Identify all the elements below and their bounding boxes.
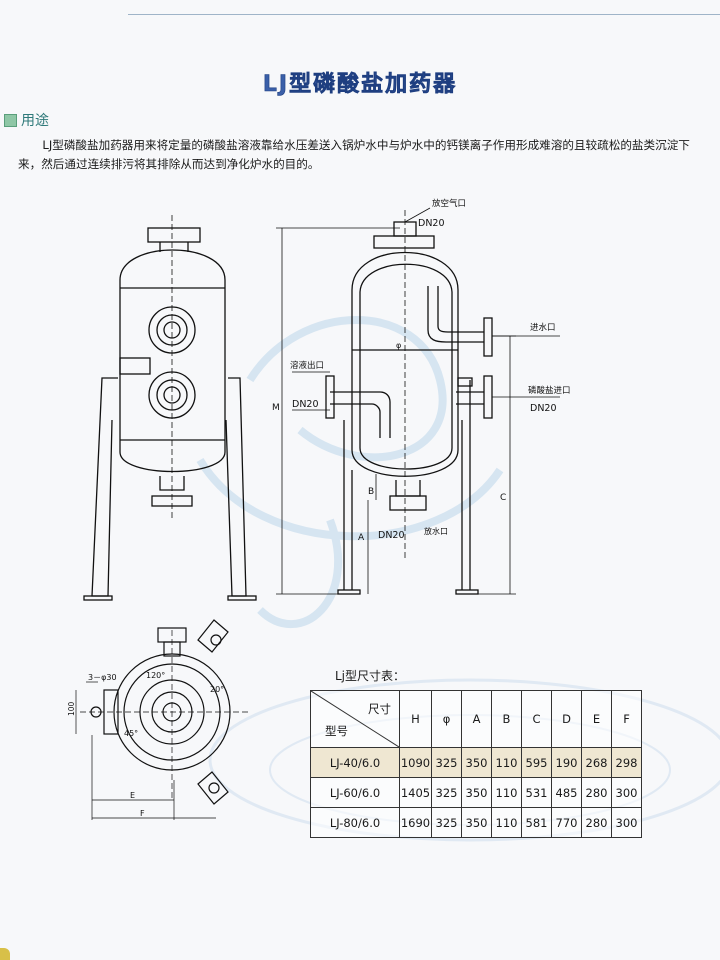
dim-phi: φ <box>396 341 401 350</box>
page-title: LJ型磷酸盐加药器 <box>262 72 458 98</box>
corner-label-top: 尺寸 <box>368 702 391 716</box>
model-cell: LJ-40/6.0 <box>310 747 400 778</box>
column-header: A <box>461 690 492 748</box>
value-cell: 350 <box>461 807 492 838</box>
value-cell: 325 <box>431 777 462 808</box>
label-drain-size: DN20 <box>378 530 405 541</box>
label-vent-size: DN20 <box>418 218 445 229</box>
dim-E: E <box>130 791 135 800</box>
label-drain: 放水口 <box>424 526 448 536</box>
dim-100: 100 <box>67 701 76 716</box>
table-header-row: 尺寸 型号 H φ A B C D E F <box>310 690 642 748</box>
table-row: LJ-60/6.0 1405 325 350 110 531 485 280 3… <box>310 777 642 808</box>
label-holes: 3－φ30 <box>88 673 117 682</box>
value-cell: 350 <box>461 747 492 778</box>
technical-drawing-elevations: 放空气口 DN20 进水口 溶液出口 DN20 磷酸盐进口 DN20 DN20 … <box>83 198 571 601</box>
label-overflow-size: DN20 <box>292 399 319 410</box>
section-label: 用途 <box>21 113 49 129</box>
page-corner-tab <box>0 948 10 960</box>
value-cell: 1690 <box>399 807 432 838</box>
label-vent: 放空气口 <box>432 198 466 209</box>
value-cell: 110 <box>491 777 522 808</box>
column-header: F <box>611 690 642 748</box>
label-water-inlet: 进水口 <box>530 322 556 333</box>
dim-A: A <box>358 533 365 543</box>
technical-drawing-plan: 3－φ30 120° 20° 45° E F 100 <box>67 619 250 820</box>
diagonal-rule <box>311 691 399 747</box>
model-cell: LJ-60/6.0 <box>310 777 400 808</box>
section-heading: 用途 <box>4 110 49 130</box>
column-header: φ <box>431 690 462 748</box>
value-cell: 325 <box>431 807 462 838</box>
label-angle-20: 20° <box>210 685 224 694</box>
label-angle-45: 45° <box>124 729 138 738</box>
table-caption: Lj型尺寸表： <box>335 669 406 683</box>
value-cell: 350 <box>461 777 492 808</box>
bullet-square-icon <box>4 113 17 127</box>
value-cell: 300 <box>611 807 642 838</box>
value-cell: 595 <box>521 747 552 778</box>
table-row: LJ-40/6.0 1090 325 350 110 595 190 268 2… <box>310 747 642 778</box>
value-cell: 531 <box>521 777 552 808</box>
value-cell: 110 <box>491 807 522 838</box>
value-cell: 485 <box>551 777 582 808</box>
description-paragraph: LJ型磷酸盐加药器用来将定量的磷酸盐溶液靠给水压差送入锅炉水中与炉水中的钙镁离子… <box>18 138 690 171</box>
label-angle-120: 120° <box>146 671 165 680</box>
table-row: LJ-80/6.0 1690 325 350 110 581 770 280 3… <box>310 807 642 838</box>
value-cell: 770 <box>551 807 582 838</box>
dim-M: M <box>272 403 280 413</box>
value-cell: 268 <box>581 747 612 778</box>
value-cell: 110 <box>491 747 522 778</box>
value-cell: 190 <box>551 747 582 778</box>
label-phosphate-inlet: 磷酸盐进口 <box>528 385 571 396</box>
model-cell: LJ-80/6.0 <box>310 807 400 838</box>
header-rule <box>128 14 720 15</box>
dim-C: C <box>500 493 506 503</box>
label-phosphate-size: DN20 <box>530 403 557 414</box>
value-cell: 280 <box>581 777 612 808</box>
dim-F: F <box>140 809 145 818</box>
value-cell: 300 <box>611 777 642 808</box>
dim-B: B <box>368 487 374 497</box>
value-cell: 280 <box>581 807 612 838</box>
corner-label-bottom: 型号 <box>325 724 348 738</box>
value-cell: 325 <box>431 747 462 778</box>
column-header: C <box>521 690 552 748</box>
column-header: D <box>551 690 582 748</box>
value-cell: 1090 <box>399 747 432 778</box>
value-cell: 1405 <box>399 777 432 808</box>
table-corner-cell: 尺寸 型号 <box>310 690 400 748</box>
value-cell: 581 <box>521 807 552 838</box>
dimension-table: 尺寸 型号 H φ A B C D E F LJ-40/6.0 1090 325… <box>310 690 642 838</box>
column-header: H <box>399 690 432 748</box>
column-header: E <box>581 690 612 748</box>
label-overflow: 溶液出口 <box>290 360 324 371</box>
column-header: B <box>491 690 522 748</box>
value-cell: 298 <box>611 747 642 778</box>
